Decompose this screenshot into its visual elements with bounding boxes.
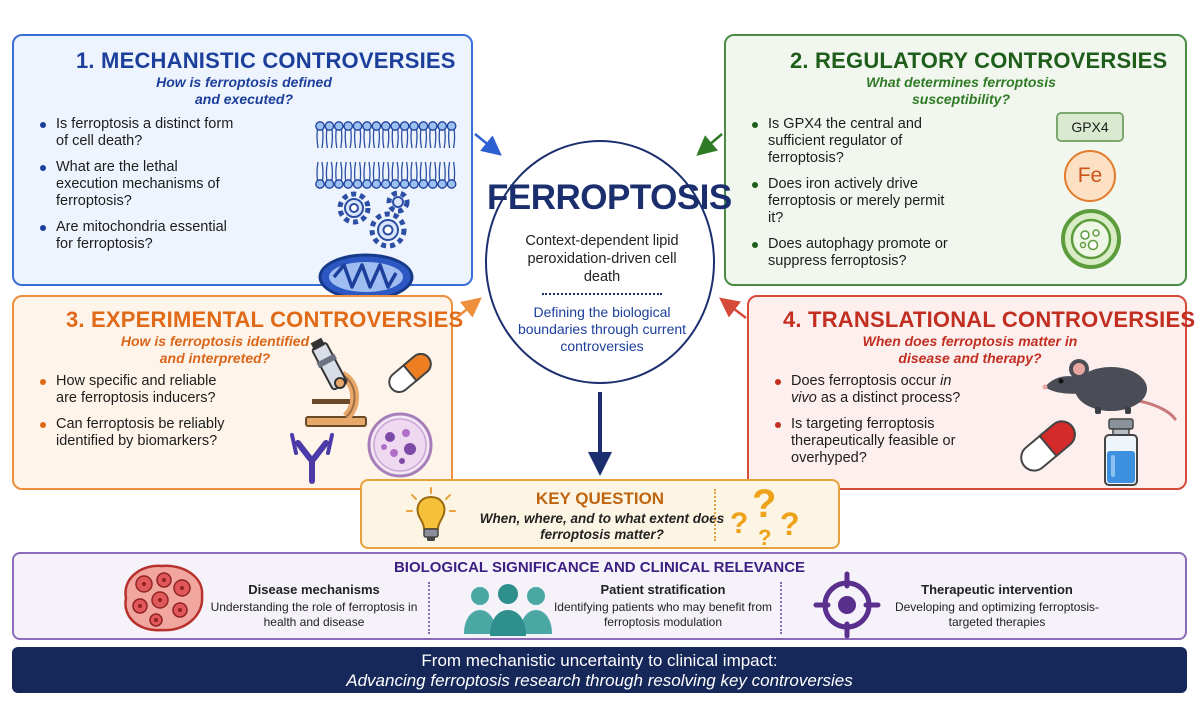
mitochondrion-icon — [318, 253, 414, 301]
mechanistic-subtitle: How is ferroptosis defined and executed? — [156, 74, 332, 107]
banner-line-2: Advancing ferroptosis research through r… — [346, 671, 853, 690]
question-marks-icon: ? ? ? ? — [730, 482, 800, 550]
antibody-icon — [290, 433, 334, 484]
key-question-text: When, where, and to what extent does fer… — [479, 511, 725, 542]
list-item: Are mitochondria essential for ferroptos… — [38, 219, 238, 253]
translational-subtitle: When does ferroptosis matter in disease … — [862, 333, 1078, 366]
list-item: Can ferroptosis be reliably identified b… — [38, 416, 238, 450]
ferroptosis-core: FERROPTOSIS Context-dependent lipid pero… — [485, 140, 732, 384]
microscope-icon — [305, 337, 367, 427]
relevance-disease: Disease mechanisms Understanding the rol… — [204, 582, 424, 630]
svg-text:?: ? — [730, 507, 748, 540]
relevance-title: BIOLOGICAL SIGNIFICANCE AND CLINICAL REL… — [393, 559, 806, 576]
svg-text:?: ? — [752, 482, 776, 526]
mechanistic-list: Is ferroptosis a distinct form of cell d… — [38, 116, 238, 262]
list-item: Does autophagy promote or suppress ferro… — [750, 236, 950, 270]
mouse-icon — [1042, 359, 1177, 421]
iron-label: Fe — [1077, 164, 1103, 187]
list-item: Does ferroptosis occur in vivo as a dist… — [773, 373, 973, 407]
key-question-title: KEY QUESTION — [535, 489, 665, 508]
key-question-divider — [714, 489, 716, 541]
svg-text:?: ? — [780, 506, 800, 542]
regulatory-subtitle: What determines ferroptosis susceptibili… — [866, 74, 1056, 107]
lipid-bilayer-icon — [315, 121, 457, 189]
item-text-post: as a distinct process? — [816, 390, 961, 406]
pill-capsule-icon — [1020, 420, 1076, 472]
list-item: Is targeting ferroptosis therapeutically… — [773, 416, 973, 467]
regulatory-list: Is GPX4 the central and sufficient regul… — [750, 116, 950, 279]
tissue-icon — [124, 564, 204, 632]
pill-capsule-icon — [388, 353, 432, 393]
relevance-therapeutic-title: Therapeutic intervention — [921, 582, 1073, 597]
arrow-regulatory — [696, 133, 723, 156]
item-text-em: in vivo — [791, 373, 952, 406]
patients-icon — [464, 584, 552, 636]
gears-icon — [337, 190, 410, 249]
arrow-mechanistic — [474, 133, 502, 156]
translational-panel: 4. TRANSLATIONAL CONTROVERSIES When does… — [747, 295, 1195, 490]
mechanistic-title: 1. MECHANISTIC CONTROVERSIES — [76, 48, 456, 73]
relevance-stratification-desc: Identifying patients who may benefit fro… — [553, 600, 773, 629]
relevance-disease-title: Disease mechanisms — [248, 582, 380, 597]
gpx4-label: GPX4 — [1071, 119, 1109, 135]
gpx4-badge-icon: GPX4 — [1056, 112, 1124, 142]
relevance-divider — [780, 582, 782, 634]
arrow-translational — [719, 297, 747, 319]
relevance-disease-desc: Understanding the role of ferroptosis in… — [210, 600, 418, 629]
vial-icon — [1104, 418, 1138, 486]
key-question-box: KEY QUESTION When, where, and to what ex… — [360, 479, 840, 550]
list-item: Is ferroptosis a distinct form of cell d… — [38, 116, 238, 150]
core-boundary-text: Defining the biological boundaries throu… — [517, 304, 687, 354]
experimental-panel: 3. EXPERIMENTAL CONTROVERSIES How is fer… — [12, 295, 463, 490]
core-separator — [542, 293, 662, 295]
relevance-therapeutic: Therapeutic intervention Developing and … — [882, 582, 1112, 630]
translational-list: Does ferroptosis occur in vivo as a dist… — [773, 373, 973, 476]
list-item: Does iron actively drive ferroptosis or … — [750, 176, 950, 227]
svg-text:?: ? — [758, 525, 771, 550]
regulatory-panel: 2. REGULATORY CONTROVERSIES What determi… — [724, 34, 1187, 286]
relevance-therapeutic-desc: Developing and optimizing ferroptosis-ta… — [894, 600, 1100, 629]
petri-dish-icon — [367, 412, 433, 478]
arrow-experimental — [455, 297, 482, 319]
conclusion-banner: From mechanistic uncertainty to clinical… — [12, 647, 1187, 693]
list-item: Is GPX4 the central and sufficient regul… — [750, 116, 950, 167]
experimental-title: 3. EXPERIMENTAL CONTROVERSIES — [66, 307, 464, 332]
relevance-panel: BIOLOGICAL SIGNIFICANCE AND CLINICAL REL… — [12, 552, 1187, 640]
core-description: Context-dependent lipid peroxidation-dri… — [525, 233, 679, 285]
autophagosome-icon — [1061, 209, 1121, 269]
iron-icon: Fe — [1064, 150, 1116, 202]
mechanistic-panel: 1. MECHANISTIC CONTROVERSIES How is ferr… — [12, 34, 473, 301]
list-item: What are the lethal execution mechanisms… — [38, 159, 238, 210]
regulatory-title: 2. REGULATORY CONTROVERSIES — [790, 48, 1168, 73]
experimental-list: How specific and reliable are ferroptosi… — [38, 373, 238, 459]
banner-line-1: From mechanistic uncertainty to clinical… — [421, 651, 778, 670]
list-item: How specific and reliable are ferroptosi… — [38, 373, 238, 407]
lightbulb-icon — [406, 487, 456, 541]
relevance-stratification-title: Patient stratification — [600, 582, 726, 597]
core-title: FERROPTOSIS — [487, 178, 732, 217]
relevance-divider — [428, 582, 430, 634]
translational-title: 4. TRANSLATIONAL CONTROVERSIES — [783, 307, 1196, 332]
item-text-pre: Does ferroptosis occur — [791, 373, 941, 389]
relevance-stratification: Patient stratification Identifying patie… — [548, 582, 778, 630]
experimental-subtitle: How is ferroptosis identified and interp… — [120, 333, 310, 366]
target-icon — [813, 571, 881, 639]
